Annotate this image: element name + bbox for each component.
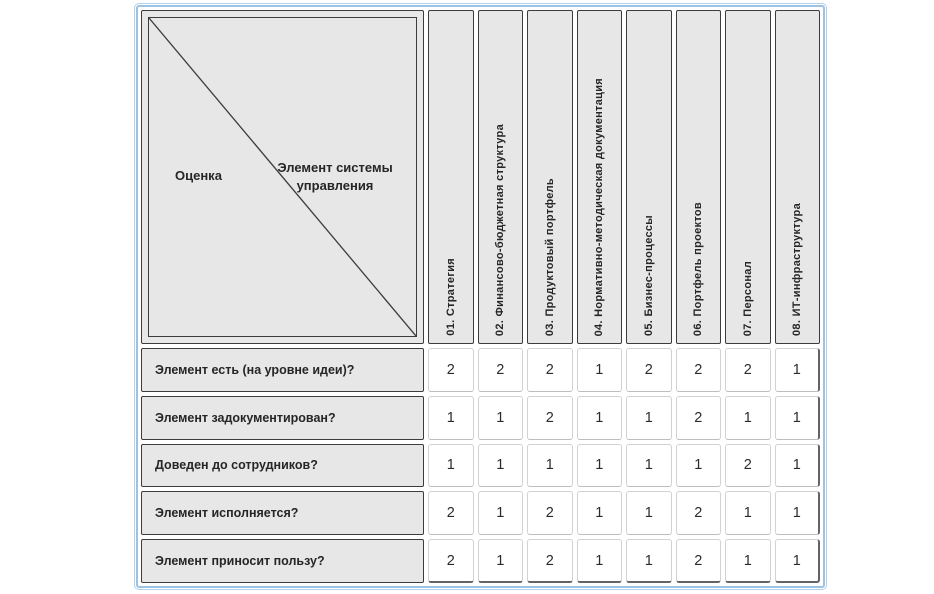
column-header-label: 07. Персонал <box>741 260 754 336</box>
score-cell[interactable]: 1 <box>576 395 622 440</box>
score-cell[interactable]: 2 <box>428 348 474 392</box>
column-header-label: 08. ИТ-инфраструктура <box>791 203 804 336</box>
assessment-matrix-frame: Оценка Элемент системы управления 01. Ст… <box>134 3 827 590</box>
score-cell[interactable]: 1 <box>774 395 820 440</box>
column-header: 02. Финансово-бюджетная структура <box>477 10 523 344</box>
score-cell[interactable]: 1 <box>477 539 523 583</box>
column-header: 08. ИТ-инфраструктура <box>774 10 820 344</box>
column-header-label: 05. Бизнес-процессы <box>642 214 655 336</box>
corner-diagonal-box: Оценка Элемент системы управления <box>148 17 417 337</box>
column-header: 05. Бизнес-процессы <box>626 10 672 344</box>
score-cell[interactable]: 2 <box>725 348 771 392</box>
score-cell[interactable]: 2 <box>527 348 573 392</box>
score-cell[interactable]: 1 <box>675 443 721 488</box>
score-cell[interactable]: 1 <box>477 443 523 488</box>
score-cell[interactable]: 1 <box>626 539 672 583</box>
score-cell[interactable]: 1 <box>725 395 771 440</box>
score-cell[interactable]: 1 <box>576 491 622 536</box>
score-cell[interactable]: 2 <box>675 491 721 536</box>
score-cell[interactable]: 2 <box>626 348 672 392</box>
row-label: Элемент есть (на уровне идеи)? <box>141 348 424 392</box>
score-cell[interactable]: 2 <box>725 443 771 488</box>
score-cell[interactable]: 2 <box>527 395 573 440</box>
column-header: 06. Портфель проектов <box>675 10 721 344</box>
column-header-label: 02. Финансово-бюджетная структура <box>494 123 507 336</box>
score-cell[interactable]: 1 <box>477 395 523 440</box>
matrix-grid: Оценка Элемент системы управления 01. Ст… <box>141 10 820 583</box>
score-cell[interactable]: 2 <box>675 348 721 392</box>
score-cell[interactable]: 1 <box>576 443 622 488</box>
row-label: Элемент исполняется? <box>141 491 424 536</box>
diagonal-line <box>149 18 416 336</box>
score-cell[interactable]: 2 <box>477 348 523 392</box>
score-cell[interactable]: 1 <box>725 539 771 583</box>
column-header-label: 01. Стратегия <box>444 258 457 336</box>
row-label: Элемент задокументирован? <box>141 395 424 440</box>
column-header-label: 06. Портфель проектов <box>692 201 705 336</box>
score-cell[interactable]: 2 <box>428 491 474 536</box>
score-cell[interactable]: 1 <box>576 539 622 583</box>
row-label: Элемент приносит пользу? <box>141 539 424 583</box>
score-cell[interactable]: 2 <box>428 539 474 583</box>
score-cell[interactable]: 1 <box>527 443 573 488</box>
corner-header-cell: Оценка Элемент системы управления <box>141 10 424 344</box>
column-header-label: 03. Продуктовый портфель <box>543 177 556 336</box>
score-cell[interactable]: 1 <box>774 348 820 392</box>
corner-label-score: Оценка <box>175 168 222 183</box>
score-cell[interactable]: 2 <box>527 491 573 536</box>
column-header: 07. Персонал <box>725 10 771 344</box>
score-cell[interactable]: 1 <box>725 491 771 536</box>
score-cell[interactable]: 1 <box>626 491 672 536</box>
score-cell[interactable]: 1 <box>774 443 820 488</box>
score-cell[interactable]: 2 <box>527 539 573 583</box>
score-cell[interactable]: 1 <box>774 491 820 536</box>
score-cell[interactable]: 1 <box>428 443 474 488</box>
score-cell[interactable]: 1 <box>477 491 523 536</box>
corner-label-element: Элемент системы управления <box>277 160 393 194</box>
column-header: 03. Продуктовый портфель <box>527 10 573 344</box>
score-cell[interactable]: 1 <box>428 395 474 440</box>
row-label: Доведен до сотрудников? <box>141 443 424 488</box>
score-cell[interactable]: 2 <box>675 539 721 583</box>
score-cell[interactable]: 1 <box>626 395 672 440</box>
score-cell[interactable]: 1 <box>774 539 820 583</box>
column-header: 04. Нормативно-методическая документация <box>576 10 622 344</box>
column-header: 01. Стратегия <box>428 10 474 344</box>
score-cell[interactable]: 2 <box>675 395 721 440</box>
score-cell[interactable]: 1 <box>576 348 622 392</box>
column-header-label: 04. Нормативно-методическая документация <box>593 77 606 336</box>
score-cell[interactable]: 1 <box>626 443 672 488</box>
